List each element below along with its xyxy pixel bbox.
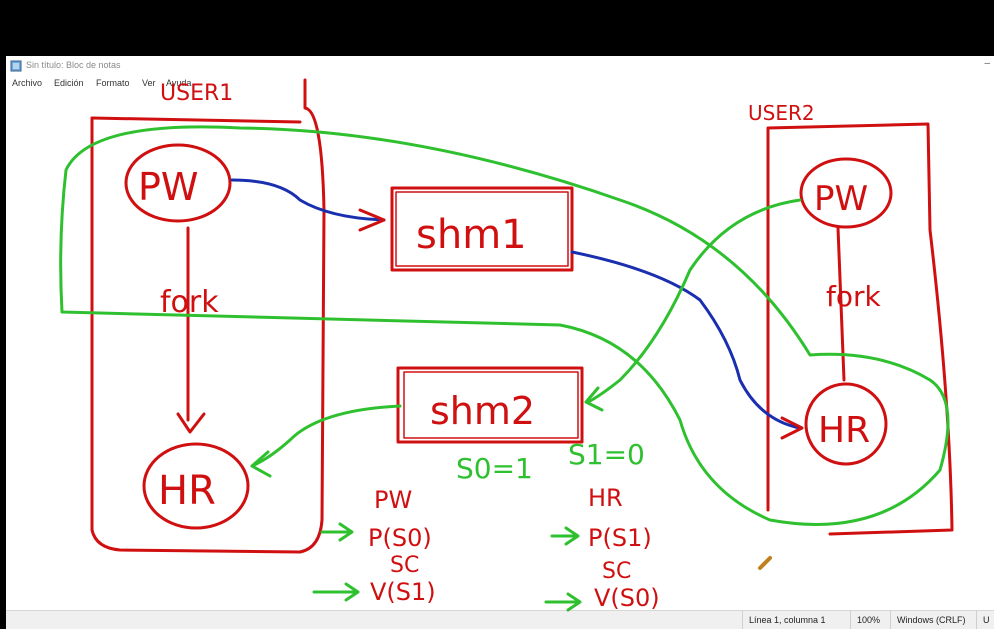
minimize-button[interactable]: – [984, 58, 990, 69]
menu-archivo[interactable]: Archivo [12, 78, 43, 88]
status-bar: Línea 1, columna 1 100% Windows (CRLF) U [6, 610, 994, 629]
status-position: Línea 1, columna 1 [742, 611, 850, 629]
menu-ayuda[interactable]: Ayuda [166, 78, 192, 88]
title-bar: Sin título: Bloc de notas – [6, 56, 994, 76]
status-encoding: U [976, 611, 994, 629]
menu-edicion[interactable]: Edición [54, 78, 84, 88]
status-zoom: 100% [850, 611, 890, 629]
notepad-window: Sin título: Bloc de notas – Archivo Edic… [6, 56, 994, 629]
status-line-ending: Windows (CRLF) [890, 611, 976, 629]
text-area[interactable] [6, 92, 994, 610]
menu-bar: Archivo Edición Formato Ver Ayuda [6, 76, 994, 92]
notepad-icon [10, 60, 22, 72]
window-title: Sin título: Bloc de notas [26, 60, 121, 70]
menu-formato[interactable]: Formato [96, 78, 130, 88]
menu-ver[interactable]: Ver [142, 78, 156, 88]
